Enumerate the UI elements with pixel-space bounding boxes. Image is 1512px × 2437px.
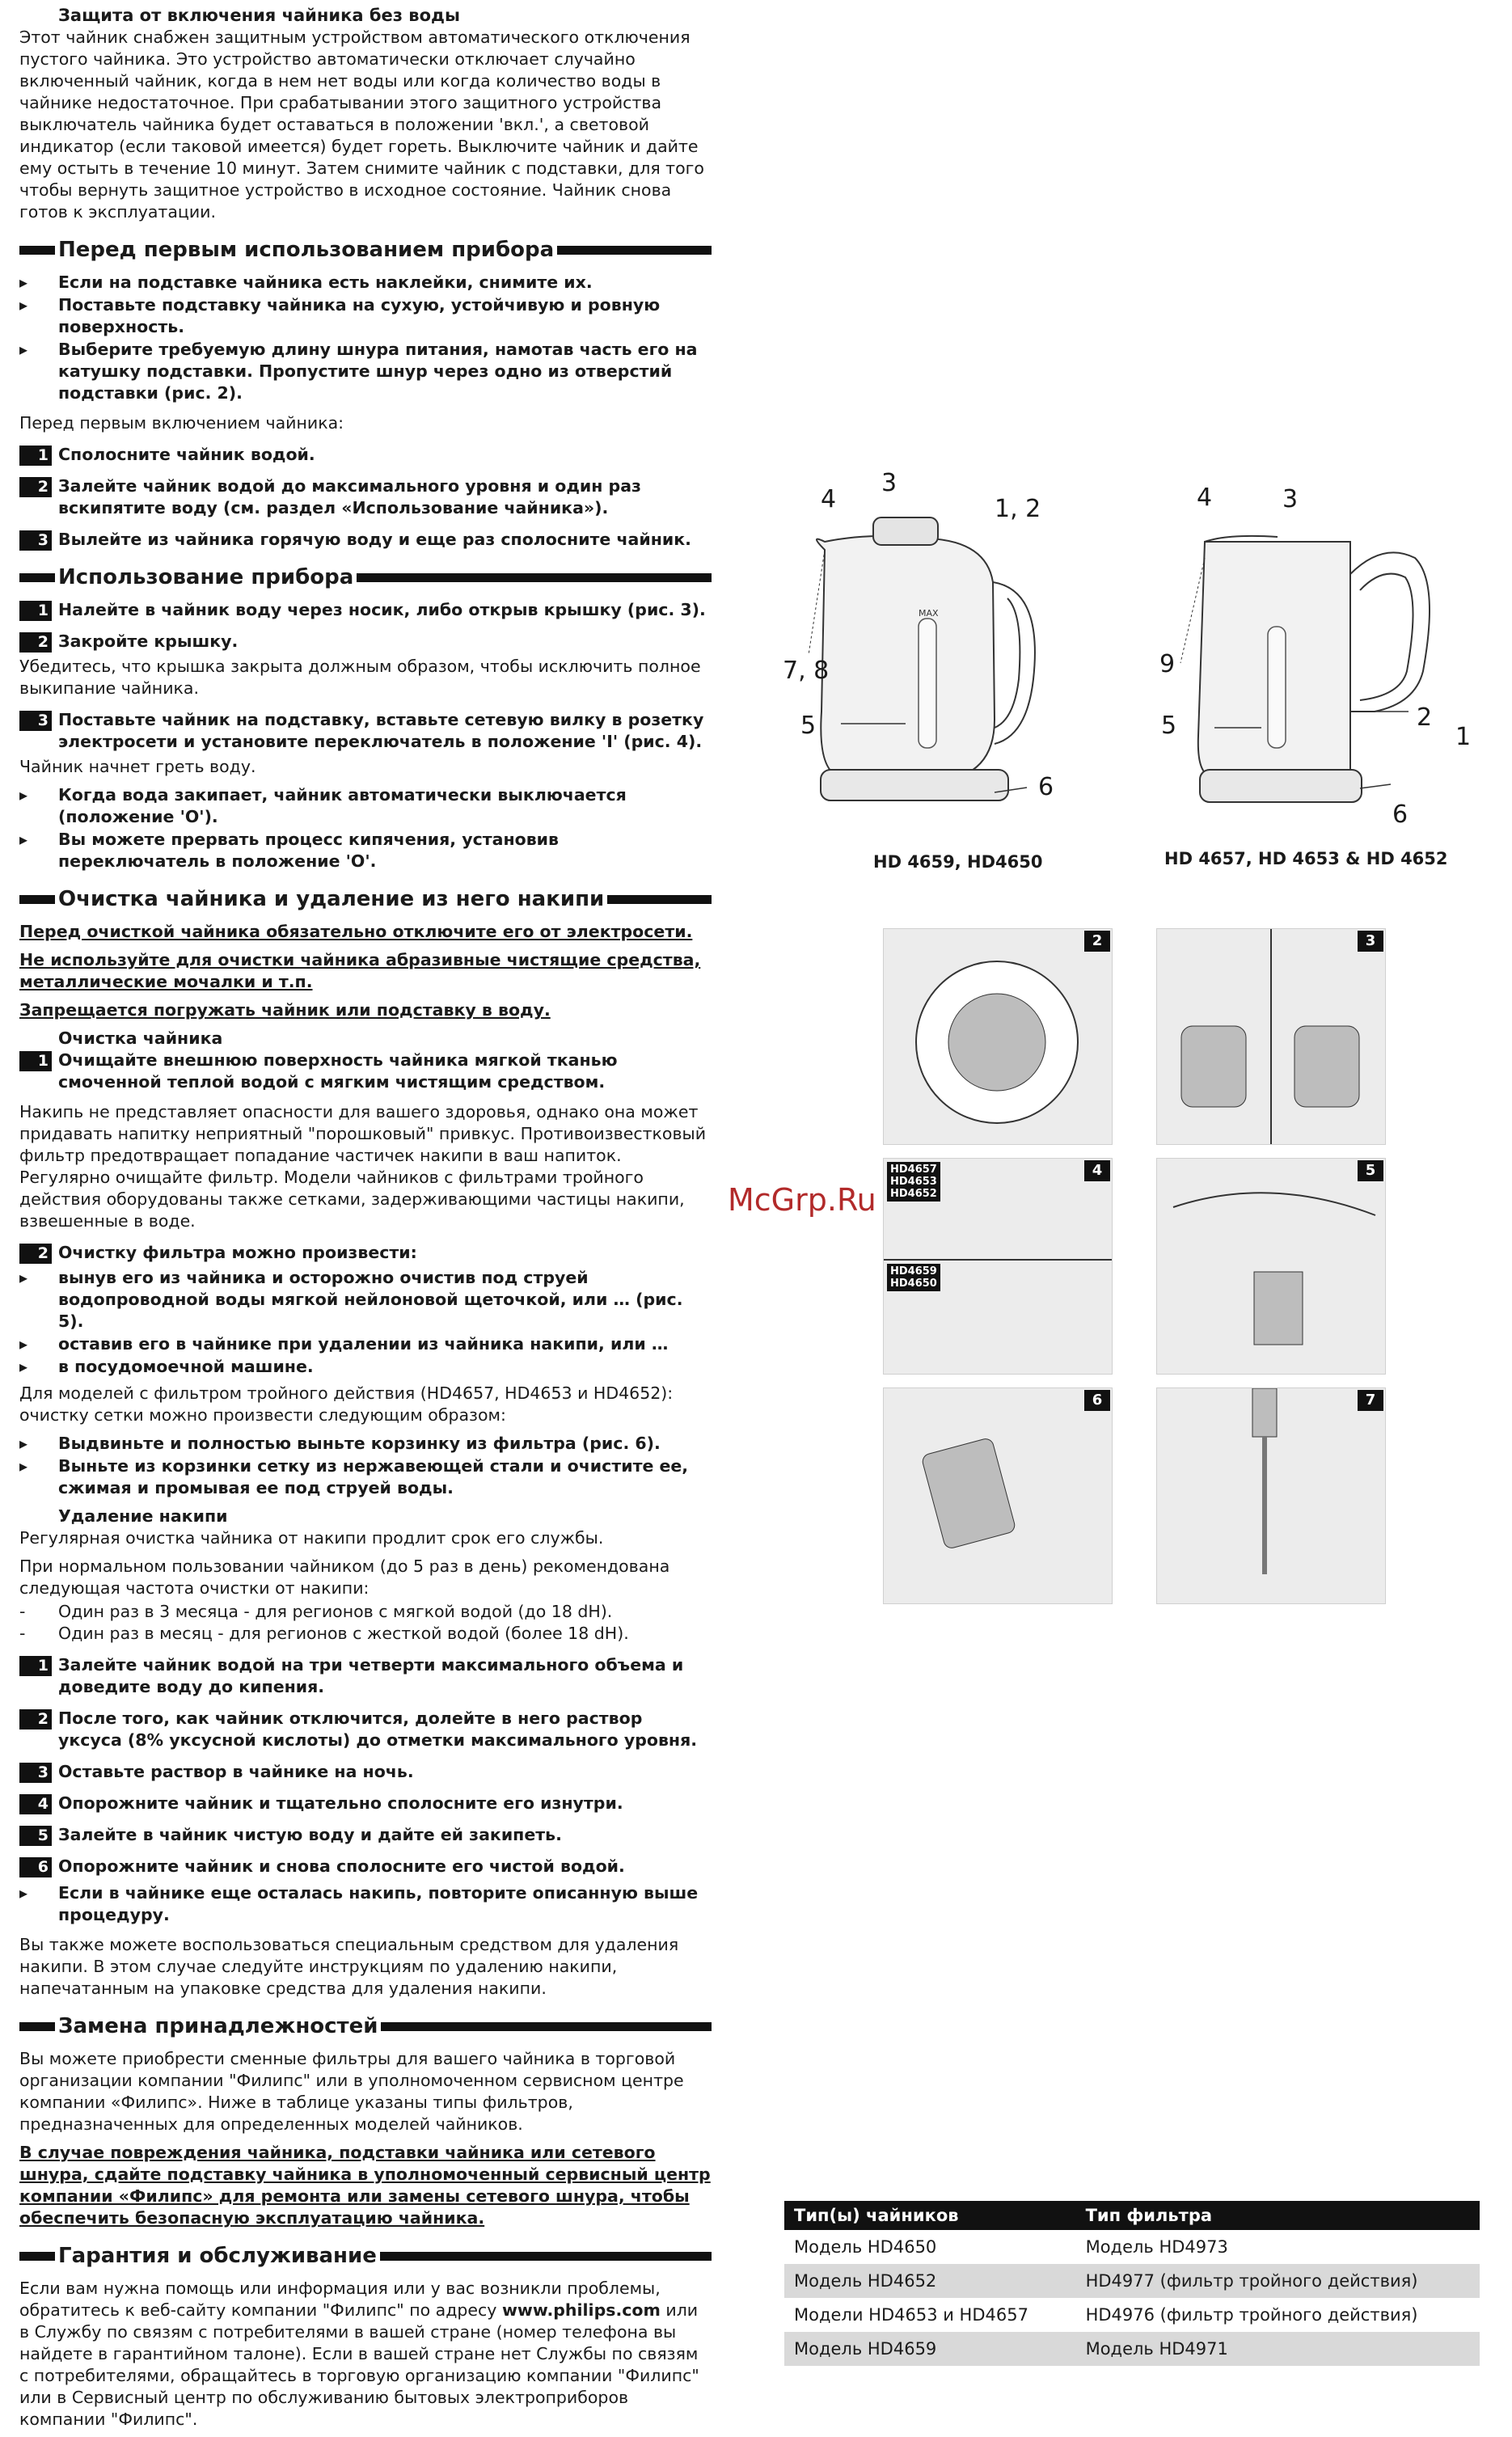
heading-warranty: Гарантия и обслуживание: [19, 2244, 712, 2268]
bullet: Если в чайнике еще осталась накипь, повт…: [19, 1882, 712, 1926]
usage-note: Убедитесь, что крышка закрыта должным об…: [19, 657, 701, 698]
figure-7: 7: [1156, 1387, 1386, 1604]
bullet: Вы можете прервать процесс кипячения, ус…: [19, 829, 712, 872]
bullet: Если на подставке чайника есть наклейки,…: [19, 272, 712, 294]
table-cell: Модели HD4653 и HD4657: [794, 2305, 1028, 2325]
bullet: вынув его из чайника и осторожно очистив…: [19, 1267, 712, 1333]
table-cell: Модель HD4659: [784, 2332, 1076, 2366]
callout-label: 9: [1159, 650, 1176, 678]
heading-replacement: Замена принадлежностей: [19, 2014, 712, 2038]
heading-cleaning: Очистка чайника и удаление из него накип…: [19, 887, 712, 911]
scale-paragraph: Накипь не представляет опасности для ваш…: [19, 1102, 707, 1231]
model-caption: HD 4657, HD 4653 & HD 4652: [1164, 849, 1448, 868]
callout-label: 1, 2: [995, 495, 1041, 523]
table-cell: Модель HD4971: [1075, 2332, 1480, 2366]
subheading: Удаление накипи: [58, 1506, 228, 1526]
bullet: Выберите требуемую длину шнура питания, …: [19, 339, 712, 404]
table-cell: Модель HD4973: [1085, 2237, 1228, 2257]
callout-label: 5: [1161, 712, 1177, 740]
table-row: Модель HD4650 Модель HD4973: [784, 2230, 1480, 2264]
callout-label: 5: [800, 712, 817, 740]
callout-label: 1: [1455, 723, 1472, 751]
warning: Не используйте для очистки чайника абраз…: [19, 950, 701, 991]
triple-filter-note: Для моделей с фильтром тройного действия…: [19, 1383, 674, 1425]
replacement-text: Вы можете приобрести сменные фильтры для…: [19, 2049, 684, 2134]
warning: Перед очисткой чайника обязательно отклю…: [19, 922, 693, 941]
callout-label: 4: [1197, 484, 1213, 512]
warning: Запрещается погружать чайник или подстав…: [19, 1000, 551, 1020]
table-header-row: Тип(ы) чайников Тип фильтра: [784, 2201, 1480, 2230]
figure-5: 5: [1156, 1158, 1386, 1375]
dash-item: Один раз в 3 месяца - для регионов с мяг…: [19, 1601, 712, 1623]
callout-label: 7, 8: [783, 657, 830, 685]
before-use-lead: Перед первым включением чайника:: [19, 413, 344, 433]
descale-text: При нормальном пользовании чайником (до …: [19, 1556, 670, 1598]
callout-label: 2: [1417, 703, 1433, 732]
figure-3: 3: [1156, 928, 1386, 1145]
table-row: Модели HD4653 и HD4657 HD4976 (фильтр тр…: [784, 2298, 1480, 2332]
heading-usage: Использование прибора: [19, 565, 712, 589]
bullet: в посудомоечной машине.: [19, 1356, 712, 1378]
figure-6: 6: [883, 1387, 1113, 1604]
table-cell: HD4976 (фильтр тройного действия): [1085, 2305, 1418, 2325]
bullet: Выдвиньте и полностью выньте корзинку из…: [19, 1433, 712, 1455]
text-column: Защита от включения чайника без воды Это…: [19, 5, 712, 2437]
max-marking: MAX: [919, 608, 939, 619]
kettle-diagram-left: MAX: [808, 517, 1036, 801]
callout-label: 4: [821, 485, 837, 513]
table-row: Модель HD4659 Модель HD4971: [784, 2332, 1480, 2366]
warranty-text: Если вам нужна помощь или информация или…: [19, 2279, 699, 2429]
table-cell: HD4977 (фильтр тройного действия): [1075, 2264, 1480, 2298]
bullet: Поставьте подставку чайника на сухую, ус…: [19, 294, 712, 338]
protection-text: Этот чайник снабжен защитным устройством…: [19, 27, 704, 222]
descale-text: Регулярная очистка чайника от накипи про…: [19, 1528, 604, 1548]
table-row: Модель HD4652 HD4977 (фильтр тройного де…: [784, 2264, 1480, 2298]
dash-item: Один раз в месяц - для регионов с жестко…: [19, 1623, 712, 1645]
column-header: Тип фильтра: [1075, 2201, 1480, 2230]
callout-label: 6: [1038, 773, 1054, 801]
callout-label: 3: [881, 469, 897, 497]
callout-label: 3: [1282, 485, 1299, 513]
model-caption: HD 4659, HD4650: [873, 852, 1043, 872]
bullet: Выньте из корзинки сетку из нержавеющей …: [19, 1455, 712, 1499]
usage-note: Чайник начнет греть воду.: [19, 757, 256, 776]
bullet: Когда вода закипает, чайник автоматическ…: [19, 784, 712, 828]
column-header: Тип(ы) чайников: [784, 2201, 1076, 2230]
section-title-protection: Защита от включения чайника без воды: [58, 6, 460, 25]
table-cell: Модель HD4652: [784, 2264, 1076, 2298]
subheading: Очистка чайника: [58, 1028, 223, 1048]
table-cell: Модель HD4650: [794, 2237, 937, 2257]
figure-2: 2: [883, 928, 1113, 1145]
kettle-diagram-right: [1180, 534, 1430, 803]
heading-before-use: Перед первым использованием прибора: [19, 238, 712, 262]
philips-url: www.philips.com: [501, 2300, 661, 2320]
descale-closing: Вы также можете воспользоваться специаль…: [19, 1935, 679, 1998]
bullet: оставив его в чайнике при удалении из ча…: [19, 1333, 712, 1355]
filter-table: Тип(ы) чайников Тип фильтра Модель HD465…: [784, 2201, 1480, 2366]
warning: В случае повреждения чайника, подставки …: [19, 2143, 711, 2228]
callout-label: 6: [1392, 800, 1409, 829]
watermark: McGrp.Ru: [728, 1182, 876, 1218]
